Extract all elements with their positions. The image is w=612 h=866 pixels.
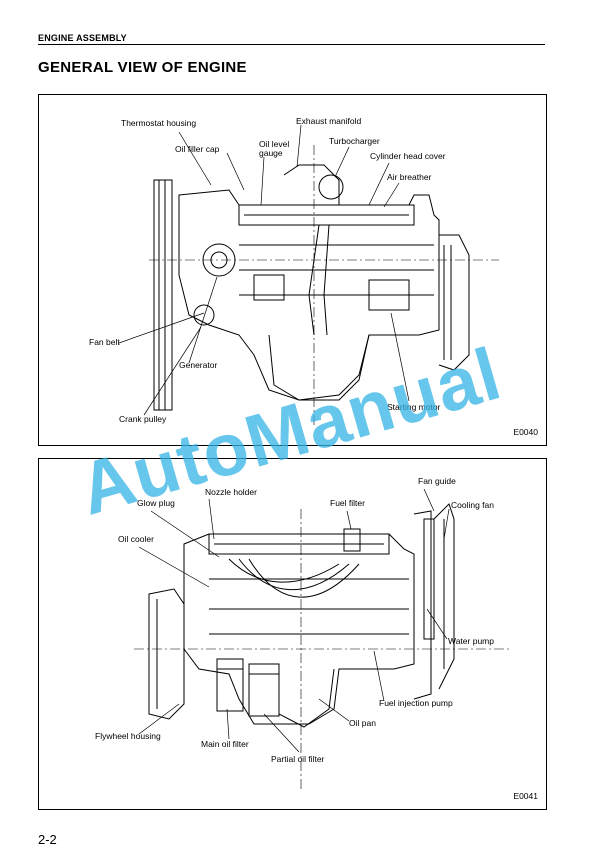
figure-code: E0040 (513, 427, 538, 437)
callout-partial-oil-filter: Partial oil filter (271, 754, 325, 764)
callout-oil-filler-cap: Oil filler cap (175, 144, 220, 154)
callout-fan-belt: Fan belt (89, 337, 120, 347)
callout-generator: Generator (179, 360, 218, 370)
callout-oil-pan: Oil pan (349, 718, 376, 728)
callout-flywheel-housing: Flywheel housing (95, 731, 161, 741)
callout-fuel-filter: Fuel filter (330, 498, 365, 508)
callout-turbocharger: Turbocharger (329, 136, 380, 146)
figure-code: E0041 (513, 791, 538, 801)
callout-oil-level-gauge-line2: gauge (259, 148, 283, 158)
callout-crank-pulley: Crank pulley (119, 414, 167, 424)
header-divider (38, 44, 545, 45)
callout-fuel-injection-pump: Fuel injection pump (379, 698, 453, 708)
callout-water-pump: Water pump (448, 636, 494, 646)
callout-exhaust-manifold: Exhaust manifold (296, 116, 362, 126)
callout-starting-motor: Starting motor (387, 402, 441, 412)
engine-figure-right-side: Thermostat housing Exhaust manifold Oil … (38, 94, 547, 446)
callout-cylinder-head-cover: Cylinder head cover (370, 151, 446, 161)
callout-glow-plug: Glow plug (137, 498, 175, 508)
callout-oil-cooler: Oil cooler (118, 534, 154, 544)
callout-oil-level-gauge-line1: Oil level (259, 139, 290, 149)
page-number: 2-2 (38, 832, 57, 847)
callout-main-oil-filter: Main oil filter (201, 739, 249, 749)
callout-cooling-fan: Cooling fan (451, 500, 495, 510)
page-title: GENERAL VIEW OF ENGINE (38, 59, 247, 76)
engine-drawing-right-side (118, 124, 499, 425)
engine-figure-left-side: Fan guide Glow plug Nozzle holder Fuel f… (38, 458, 547, 810)
engine-drawing-left-side (134, 488, 509, 789)
callout-nozzle-holder: Nozzle holder (205, 487, 257, 497)
callout-thermostat-housing: Thermostat housing (121, 118, 197, 128)
section-header: ENGINE ASSEMBLY (38, 33, 127, 43)
callout-fan-guide: Fan guide (418, 476, 456, 486)
callout-air-breather: Air breather (387, 172, 432, 182)
